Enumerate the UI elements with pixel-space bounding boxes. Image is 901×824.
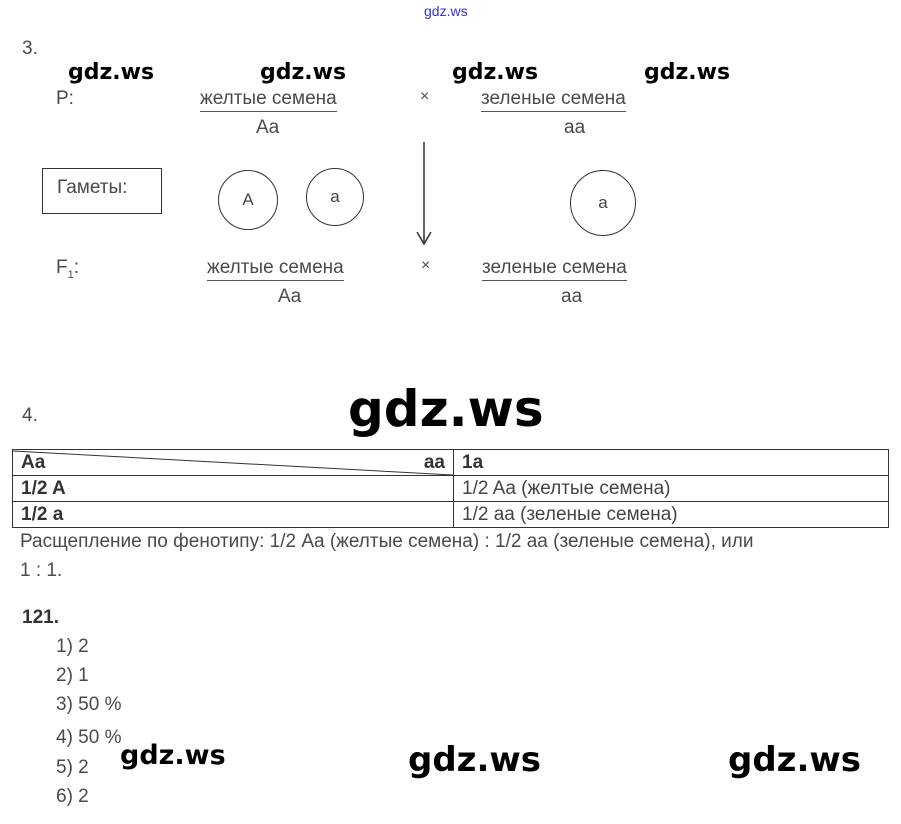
f1-letter: F bbox=[56, 257, 68, 278]
conclusion-line2: 1 : 1. bbox=[20, 560, 63, 581]
gamete-circle: a bbox=[306, 168, 364, 226]
answer-item: 5) 2 bbox=[56, 757, 89, 778]
cross-sign: × bbox=[420, 88, 430, 105]
header-cell-diagonal: Aa aa bbox=[12, 449, 454, 476]
diagonal-line bbox=[13, 450, 453, 476]
down-arrow-icon bbox=[416, 142, 432, 246]
p-right-genotype: aa bbox=[564, 117, 586, 138]
f1-colon: : bbox=[73, 257, 80, 278]
cross-sign: × bbox=[421, 257, 431, 274]
punnett-table: Aa aa 1a 1/2 A 1/2 Aa (желтые семена) 1/… bbox=[12, 449, 889, 528]
answer-item: 1) 2 bbox=[56, 636, 89, 657]
answer-item: 3) 50 % bbox=[56, 694, 122, 715]
table-cell: 1/2 aa (зеленые семена) bbox=[453, 501, 889, 528]
watermark-top: gdz.ws bbox=[424, 3, 468, 19]
watermark: gdz.ws bbox=[408, 740, 542, 780]
answer-item: 6) 2 bbox=[56, 786, 89, 807]
p-right-phenotype: зеленые семена bbox=[481, 88, 626, 112]
watermark: gdz.ws bbox=[452, 60, 539, 85]
task121-number: 121. bbox=[22, 607, 59, 628]
f1-left-phenotype: желтые семена bbox=[207, 257, 344, 281]
gamete-circle: a bbox=[570, 170, 636, 236]
watermark: gdz.ws bbox=[644, 60, 731, 85]
f1-right-genotype: aa bbox=[561, 286, 583, 307]
f1-subscript: 1 bbox=[67, 268, 74, 281]
watermark: gdz.ws bbox=[120, 740, 226, 771]
task3-number: 3. bbox=[22, 38, 38, 59]
gamete-circle: A bbox=[218, 170, 278, 230]
answer-item: 2) 1 bbox=[56, 665, 89, 686]
header-diag: aa bbox=[423, 451, 445, 473]
table-row: 1/2 A 1/2 Aa (желтые семена) bbox=[12, 475, 889, 502]
table-cell: 1/2 Aa (желтые семена) bbox=[453, 475, 889, 502]
conclusion-line1: Расщепление по фенотипу: 1/2 Aa (желтые … bbox=[20, 531, 754, 552]
p-left-phenotype: желтые семена bbox=[200, 88, 337, 112]
f1-left-genotype: Aa bbox=[278, 286, 302, 307]
watermark-large: gdz.ws bbox=[348, 380, 544, 438]
task4-number: 4. bbox=[22, 405, 38, 426]
answer-item: 4) 50 % bbox=[56, 727, 122, 748]
table-cell: 1/2 A bbox=[12, 475, 454, 502]
f1-label: F1: bbox=[56, 257, 79, 281]
watermark: gdz.ws bbox=[68, 60, 155, 85]
table-row: 1/2 a 1/2 aa (зеленые семена) bbox=[12, 501, 889, 528]
p-label: P: bbox=[56, 88, 74, 109]
table-row: Aa aa 1a bbox=[12, 449, 889, 476]
p-left-genotype: Aa bbox=[256, 117, 280, 138]
watermark: gdz.ws bbox=[260, 60, 347, 85]
f1-right-phenotype: зеленые семена bbox=[482, 257, 627, 281]
watermark: gdz.ws bbox=[728, 740, 862, 780]
table-cell: 1/2 a bbox=[12, 501, 454, 528]
header-right: 1a bbox=[453, 449, 889, 476]
gametes-label: Гаметы: bbox=[42, 168, 162, 214]
header-left: Aa bbox=[21, 451, 46, 473]
